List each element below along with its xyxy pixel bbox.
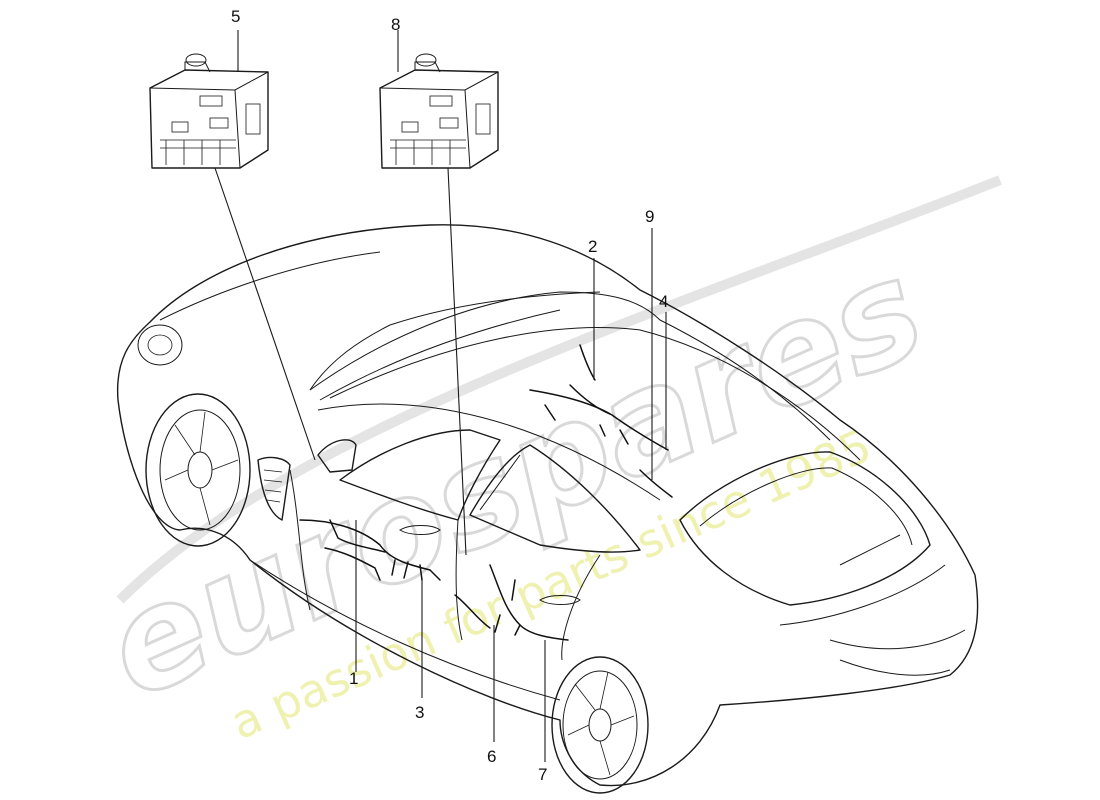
- callout-1: 1: [349, 669, 358, 688]
- callout-4: 4: [659, 292, 668, 311]
- control-module-front: [149, 53, 269, 169]
- watermark: eurospares a passion for parts since 198…: [81, 175, 1002, 750]
- control-module-rear: [379, 53, 499, 169]
- callout-7: 7: [538, 765, 547, 784]
- rear-wheel: [551, 656, 649, 794]
- callout-5: 5: [231, 7, 240, 26]
- callout-3: 3: [415, 703, 424, 722]
- watermark-swoosh: [116, 175, 1002, 604]
- callout-2: 2: [588, 237, 597, 256]
- front-wheel: [145, 393, 251, 547]
- callout-labels: 5 8 2 9 4 1 3 6 7: [231, 7, 668, 784]
- car-outline: [116, 224, 979, 787]
- door-harness-rear: [454, 564, 569, 641]
- callout-8: 8: [391, 15, 400, 34]
- callout-6: 6: [487, 747, 496, 766]
- door-harness-front: [299, 519, 441, 581]
- callout-9: 9: [645, 207, 654, 226]
- leader-lines: [214, 30, 667, 762]
